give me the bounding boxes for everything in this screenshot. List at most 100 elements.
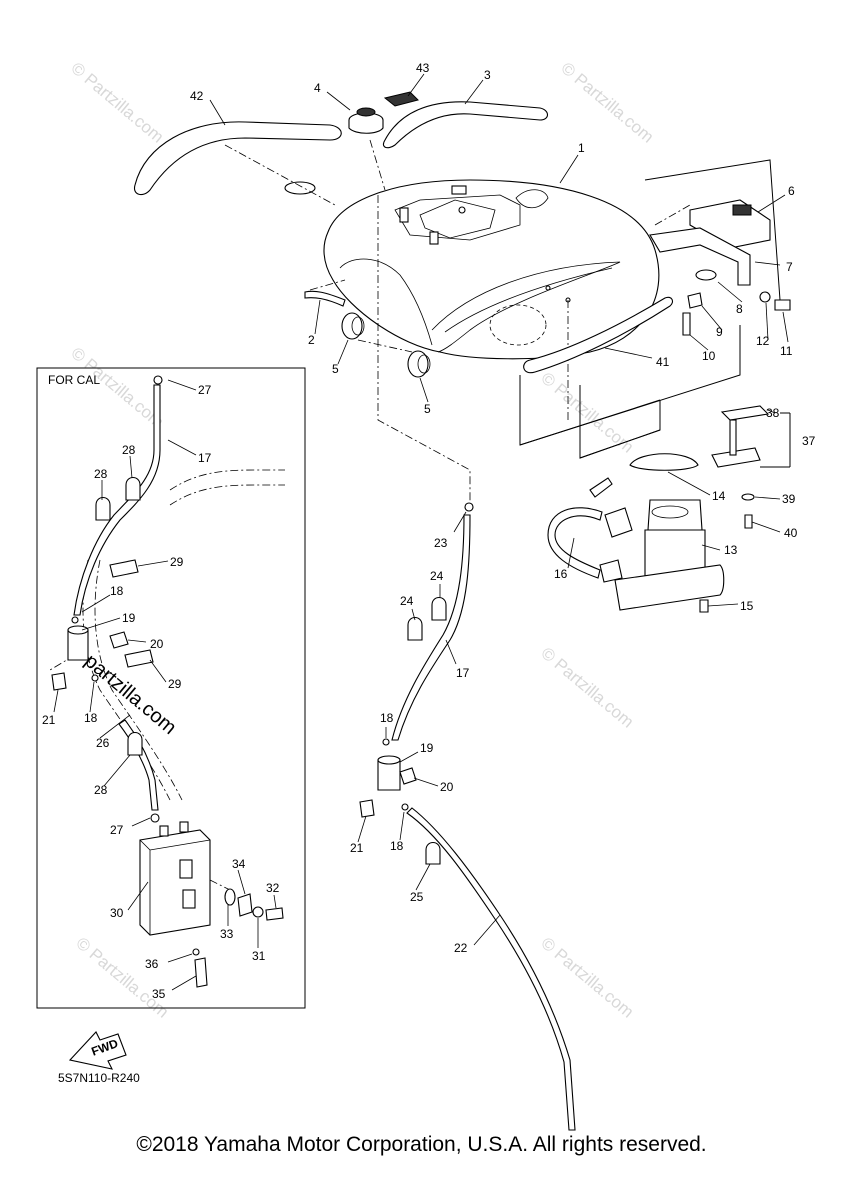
fitting-20b [399, 767, 417, 785]
tube-2 [304, 290, 346, 307]
callout-27: 27 [198, 383, 212, 397]
callout-18: 18 [380, 711, 394, 725]
watermark: © Partzilla.com [67, 59, 167, 147]
callout-28: 28 [94, 783, 108, 797]
callout-32: 32 [266, 881, 280, 895]
hose-35 [194, 957, 208, 988]
connector [599, 559, 623, 583]
callout-2: 2 [308, 333, 315, 347]
callout-20: 20 [150, 637, 164, 651]
callout-14: 14 [712, 489, 726, 503]
plate-38 [720, 405, 770, 421]
valve-19a [67, 625, 89, 661]
assembly-guide-lines [224, 139, 781, 510]
hose-17 [391, 514, 471, 741]
callout-6: 6 [788, 184, 795, 198]
clip-36 [192, 948, 200, 956]
washer-39 [741, 493, 755, 501]
bolt-10 [682, 312, 691, 336]
callout-38: 38 [766, 406, 780, 420]
inset-box [36, 367, 306, 1009]
damper-34 [237, 893, 253, 917]
connector [604, 507, 633, 538]
callout-18: 18 [390, 839, 404, 853]
clip-18c [382, 738, 390, 746]
callouts: 42 4 43 3 1 6 7 8 9 10 11 12 2 5 5 41 38… [42, 61, 816, 1001]
clip-23 [464, 502, 474, 512]
callout-3: 3 [484, 68, 491, 82]
callout-40: 40 [784, 526, 798, 540]
watermark: © Partzilla.com [557, 59, 657, 147]
callout-26: 26 [96, 736, 110, 750]
callout-37: 37 [802, 434, 816, 448]
callout-39: 39 [782, 492, 796, 506]
sender-37 [711, 447, 761, 468]
bracket-7 [649, 227, 751, 286]
watermark: © Partzilla.com [537, 934, 637, 1022]
callout-13: 13 [724, 543, 738, 557]
damper-5a [341, 312, 365, 340]
callout-7: 7 [786, 260, 793, 274]
clip-18b [91, 674, 99, 682]
callout-1: 1 [578, 141, 585, 155]
callout-5: 5 [332, 362, 339, 376]
callout-18: 18 [110, 584, 124, 598]
callout-21: 21 [350, 841, 364, 855]
callout-19: 19 [420, 741, 434, 755]
fwd-arrow: FWD [68, 1031, 127, 1070]
callout-8: 8 [736, 302, 743, 316]
callout-22: 22 [454, 941, 468, 955]
gasket-14 [629, 453, 699, 471]
callout-19: 19 [122, 611, 136, 625]
clamp-25 [425, 841, 441, 865]
callout-30: 30 [110, 906, 124, 920]
clamp-24b [407, 616, 423, 641]
clip-27b [150, 813, 160, 823]
fuel-cap-4 [348, 107, 384, 134]
callout-18: 18 [84, 711, 98, 725]
sender-37-stem [729, 419, 737, 456]
callout-4: 4 [314, 81, 321, 95]
washer-12 [759, 291, 771, 303]
bolt-32 [265, 907, 284, 921]
damper-9 [687, 292, 703, 309]
callout-17: 17 [456, 666, 470, 680]
washer-31 [252, 906, 264, 918]
inset-label: FOR CAL [48, 373, 100, 387]
callout-43: 43 [416, 61, 430, 75]
callout-9: 9 [716, 325, 723, 339]
clamp-28a [125, 476, 141, 501]
callout-24: 24 [400, 594, 414, 608]
clip-29b [124, 649, 154, 668]
callout-11: 11 [780, 344, 793, 358]
callout-24: 24 [430, 569, 444, 583]
bolt-40 [744, 514, 753, 529]
leader-lines [53, 73, 789, 991]
bolt-15 [699, 599, 709, 613]
bracket-6-clip [732, 204, 752, 216]
callout-35: 35 [152, 987, 166, 1001]
trim-41 [523, 296, 674, 374]
callout-41: 41 [656, 355, 670, 369]
callout-10: 10 [702, 349, 716, 363]
clip-18d [401, 803, 409, 811]
canister-30 [139, 821, 211, 936]
valve-19b [377, 755, 401, 791]
bolt-11 [774, 299, 791, 311]
callout-15: 15 [740, 599, 754, 613]
diagram-code: 5S7N110-R240 [58, 1071, 140, 1085]
callout-42: 42 [190, 89, 204, 103]
damper-33 [224, 888, 236, 906]
callout-31: 31 [252, 949, 266, 963]
callout-33: 33 [220, 927, 234, 941]
callout-36: 36 [145, 957, 159, 971]
callout-21: 21 [42, 713, 56, 727]
fuel-tank [284, 179, 660, 360]
emblem-43 [383, 91, 419, 107]
watermark: © Partzilla.com [537, 644, 637, 732]
fitting-20a [109, 631, 129, 649]
cap-21b [359, 799, 375, 818]
damper-5b [407, 350, 431, 378]
cap-21a [51, 672, 67, 691]
